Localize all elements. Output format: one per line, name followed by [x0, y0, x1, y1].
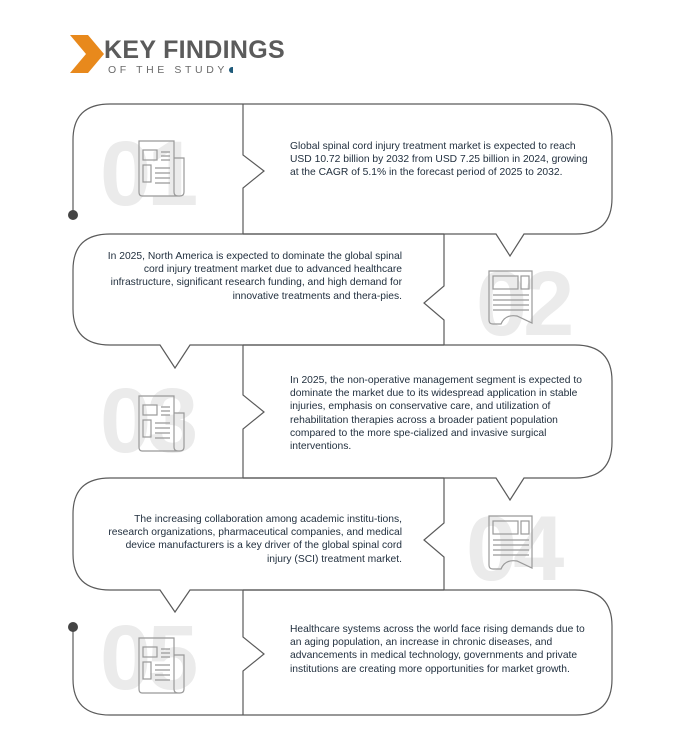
chevron-logo-icon	[70, 35, 104, 73]
newspaper-icon	[138, 637, 185, 694]
finding-number: 02	[476, 253, 574, 355]
box-outline-02	[72, 233, 444, 370]
newspaper-icon	[138, 395, 185, 452]
newspaper-icon	[488, 515, 533, 570]
box-outline-01	[72, 103, 613, 258]
finding-number: 03	[100, 370, 198, 472]
divider-01	[242, 104, 265, 234]
subtitle-dot-icon	[229, 67, 234, 74]
newspaper-icon	[138, 140, 185, 197]
finding-number: 01	[100, 123, 198, 225]
page-subtitle: OF THE STUDY	[108, 64, 234, 76]
finding-text: Healthcare systems across the world face…	[290, 624, 585, 675]
divider-03	[242, 345, 265, 478]
page-title: KEY FINDINGS	[104, 36, 285, 64]
box-outline-05	[72, 589, 613, 716]
finding-number: 05	[100, 607, 198, 709]
box-outline-04	[72, 477, 444, 614]
divider-05	[242, 590, 265, 715]
box-outline-03	[243, 344, 613, 502]
subtitle-text: OF THE STUDY	[108, 64, 229, 76]
finding-text: In 2025, North America is expected to do…	[107, 251, 402, 302]
finding-number: 04	[466, 498, 564, 600]
finding-text: In 2025, the non-operative management se…	[290, 375, 582, 453]
timeline-dot	[68, 210, 78, 220]
finding-text: Global spinal cord injury treatment mark…	[290, 141, 588, 179]
divider-02	[423, 234, 445, 345]
newspaper-icon	[488, 270, 533, 325]
timeline-dot	[68, 622, 78, 632]
finding-text: The increasing collaboration among acade…	[108, 514, 402, 565]
divider-04	[423, 478, 445, 590]
